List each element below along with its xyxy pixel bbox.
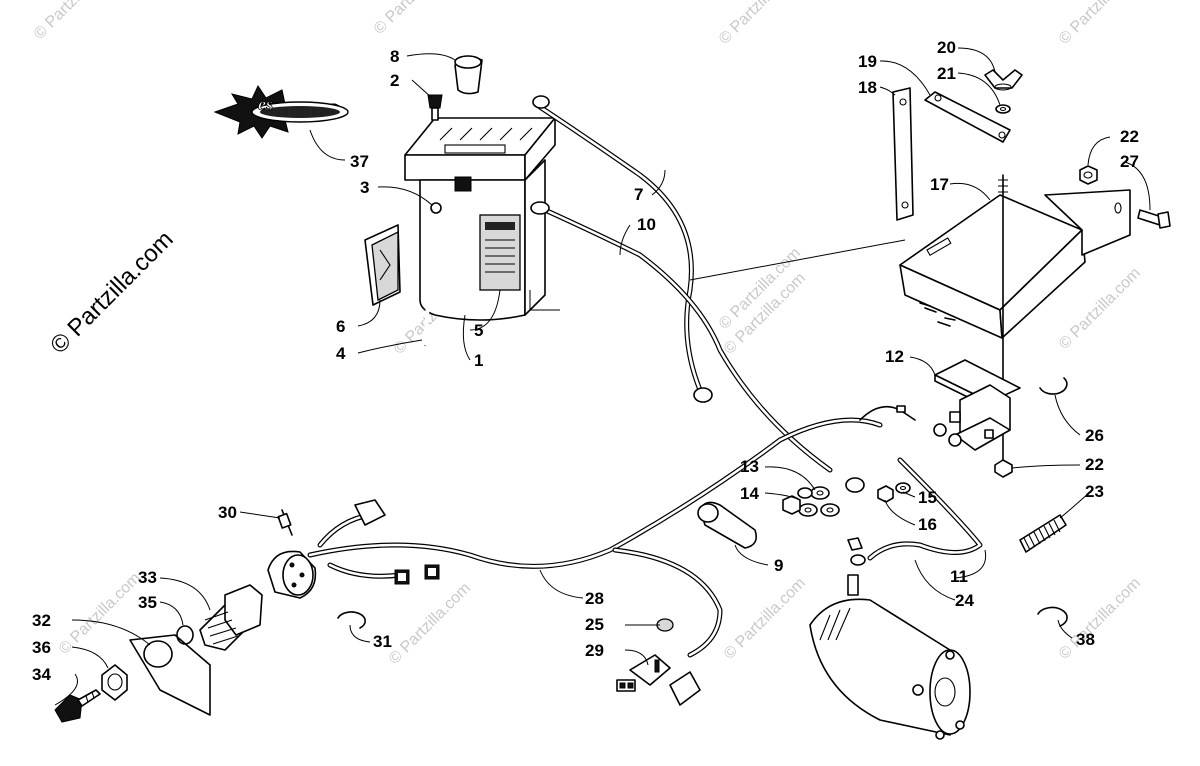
callout-35[interactable]: 35 xyxy=(138,593,157,612)
hold-down-strap-icon[interactable] xyxy=(924,91,1011,143)
nut-icon[interactable] xyxy=(101,664,128,701)
watermark: © Partzilla.com xyxy=(721,575,809,663)
battery-icon[interactable] xyxy=(404,117,556,321)
circlip-icon[interactable] xyxy=(1039,377,1068,395)
callout-13[interactable]: 13 xyxy=(740,457,759,476)
diode-icon[interactable] xyxy=(277,509,293,536)
callout-26[interactable]: 26 xyxy=(1085,426,1104,445)
spring-icon[interactable] xyxy=(1019,514,1067,553)
callout-21[interactable]: 21 xyxy=(937,64,956,83)
callout-38[interactable]: 38 xyxy=(1076,630,1095,649)
washer-icon[interactable] xyxy=(820,503,840,517)
callout-24[interactable]: 24 xyxy=(955,591,974,610)
callout-37[interactable]: 37 xyxy=(350,152,369,171)
callout-20[interactable]: 20 xyxy=(937,38,956,57)
leader-lines xyxy=(54,47,1151,706)
callout-15[interactable]: 15 xyxy=(918,488,937,507)
callout-6[interactable]: 6 xyxy=(336,317,345,336)
battery-tray-icon[interactable] xyxy=(899,189,1131,339)
callout-28[interactable]: 28 xyxy=(585,589,604,608)
bolt-icon[interactable] xyxy=(1137,209,1171,229)
circlip-icon[interactable] xyxy=(337,611,366,629)
callout-8[interactable]: 8 xyxy=(390,47,399,66)
callout-33[interactable]: 33 xyxy=(138,568,157,587)
svg-text:es: es xyxy=(258,94,273,114)
callout-4[interactable]: 4 xyxy=(336,344,346,363)
nut-icon[interactable] xyxy=(877,485,894,503)
callout-9[interactable]: 9 xyxy=(774,556,783,575)
callout-11[interactable]: 11 xyxy=(950,567,968,586)
fuse-icon[interactable] xyxy=(616,679,636,692)
callout-25[interactable]: 25 xyxy=(585,615,604,634)
circlip-icon[interactable] xyxy=(1037,606,1068,627)
watermark: © Partzilla.com xyxy=(1056,575,1144,663)
battery-pad-icon[interactable] xyxy=(364,224,401,306)
retaining-ring-icon[interactable] xyxy=(176,625,194,645)
callout-32[interactable]: 32 xyxy=(32,611,51,630)
decal-logo-icon[interactable]: es xyxy=(213,84,349,139)
callout-31[interactable]: 31 xyxy=(373,632,392,651)
negative-cable-icon[interactable] xyxy=(530,201,865,493)
callout-17[interactable]: 17 xyxy=(930,175,949,194)
bracket-icon[interactable] xyxy=(892,87,914,221)
washer-icon[interactable] xyxy=(895,482,911,494)
dash-plate-icon[interactable] xyxy=(129,634,211,716)
watermark: © Partzilla.com xyxy=(1056,0,1144,48)
ignition-switch-icon[interactable] xyxy=(199,584,263,651)
nut-icon[interactable] xyxy=(994,459,1013,478)
watermark: © Partzilla.com xyxy=(371,0,459,38)
watermark: © Partzilla.com xyxy=(56,570,144,658)
solenoid-icon[interactable] xyxy=(933,359,1021,451)
washer-icon[interactable] xyxy=(797,487,813,499)
callout-29[interactable]: 29 xyxy=(585,641,604,660)
watermark-large: © Partzilla.com xyxy=(45,226,178,359)
callout-14[interactable]: 14 xyxy=(740,484,759,503)
key-icon[interactable] xyxy=(54,689,101,723)
nut-icon[interactable] xyxy=(782,495,801,515)
callout-22[interactable]: 22 xyxy=(1085,455,1104,474)
callout-34[interactable]: 34 xyxy=(32,665,51,684)
reference-lines xyxy=(529,239,906,311)
callout-36[interactable]: 36 xyxy=(32,638,51,657)
callout-23[interactable]: 23 xyxy=(1085,482,1104,501)
fuse-holder-icon[interactable] xyxy=(629,654,701,706)
switch-connector-icon[interactable] xyxy=(267,550,317,599)
washer-icon[interactable] xyxy=(995,104,1011,114)
callout-30[interactable]: 30 xyxy=(218,503,237,522)
terminal-boot-icon[interactable] xyxy=(697,501,758,549)
starter-cable-icon[interactable] xyxy=(850,457,983,566)
callout-12[interactable]: 12 xyxy=(885,347,904,366)
callout-10[interactable]: 10 xyxy=(637,215,656,234)
watermark: © Partzilla.com xyxy=(31,0,119,43)
watermark: © Partzilla.com xyxy=(1056,265,1144,353)
watermark: © Partzilla.com xyxy=(716,0,804,48)
callout-5[interactable]: 5 xyxy=(474,321,483,340)
callout-18[interactable]: 18 xyxy=(858,78,877,97)
washer-icon[interactable] xyxy=(798,503,818,517)
callout-2[interactable]: 2 xyxy=(390,71,399,90)
callout-19[interactable]: 19 xyxy=(858,52,877,71)
callout-16[interactable]: 16 xyxy=(918,515,937,534)
callout-1[interactable]: 1 xyxy=(474,351,483,370)
terminal-cap-icon[interactable] xyxy=(454,55,483,95)
watermark-layer: © Partzilla.com © Partzilla.com © Partzi… xyxy=(31,0,1144,668)
callout-labels: 1 2 3 4 5 6 7 8 9 10 11 12 13 14 15 16 1… xyxy=(32,38,1139,684)
watermark: © Partzilla.com xyxy=(386,580,474,668)
connector-icon[interactable] xyxy=(354,499,440,585)
callout-27[interactable]: 27 xyxy=(1120,152,1139,171)
vent-tube-icon[interactable] xyxy=(423,202,442,346)
callout-3[interactable]: 3 xyxy=(360,178,369,197)
callout-22[interactable]: 22 xyxy=(1120,127,1139,146)
callout-7[interactable]: 7 xyxy=(634,185,643,204)
solenoid-lead-icon[interactable] xyxy=(859,405,916,421)
positive-cable-icon[interactable] xyxy=(532,95,713,403)
starter-motor-icon[interactable] xyxy=(809,537,971,740)
nut-icon[interactable] xyxy=(1079,165,1098,185)
vent-fitting-icon[interactable] xyxy=(427,94,443,121)
